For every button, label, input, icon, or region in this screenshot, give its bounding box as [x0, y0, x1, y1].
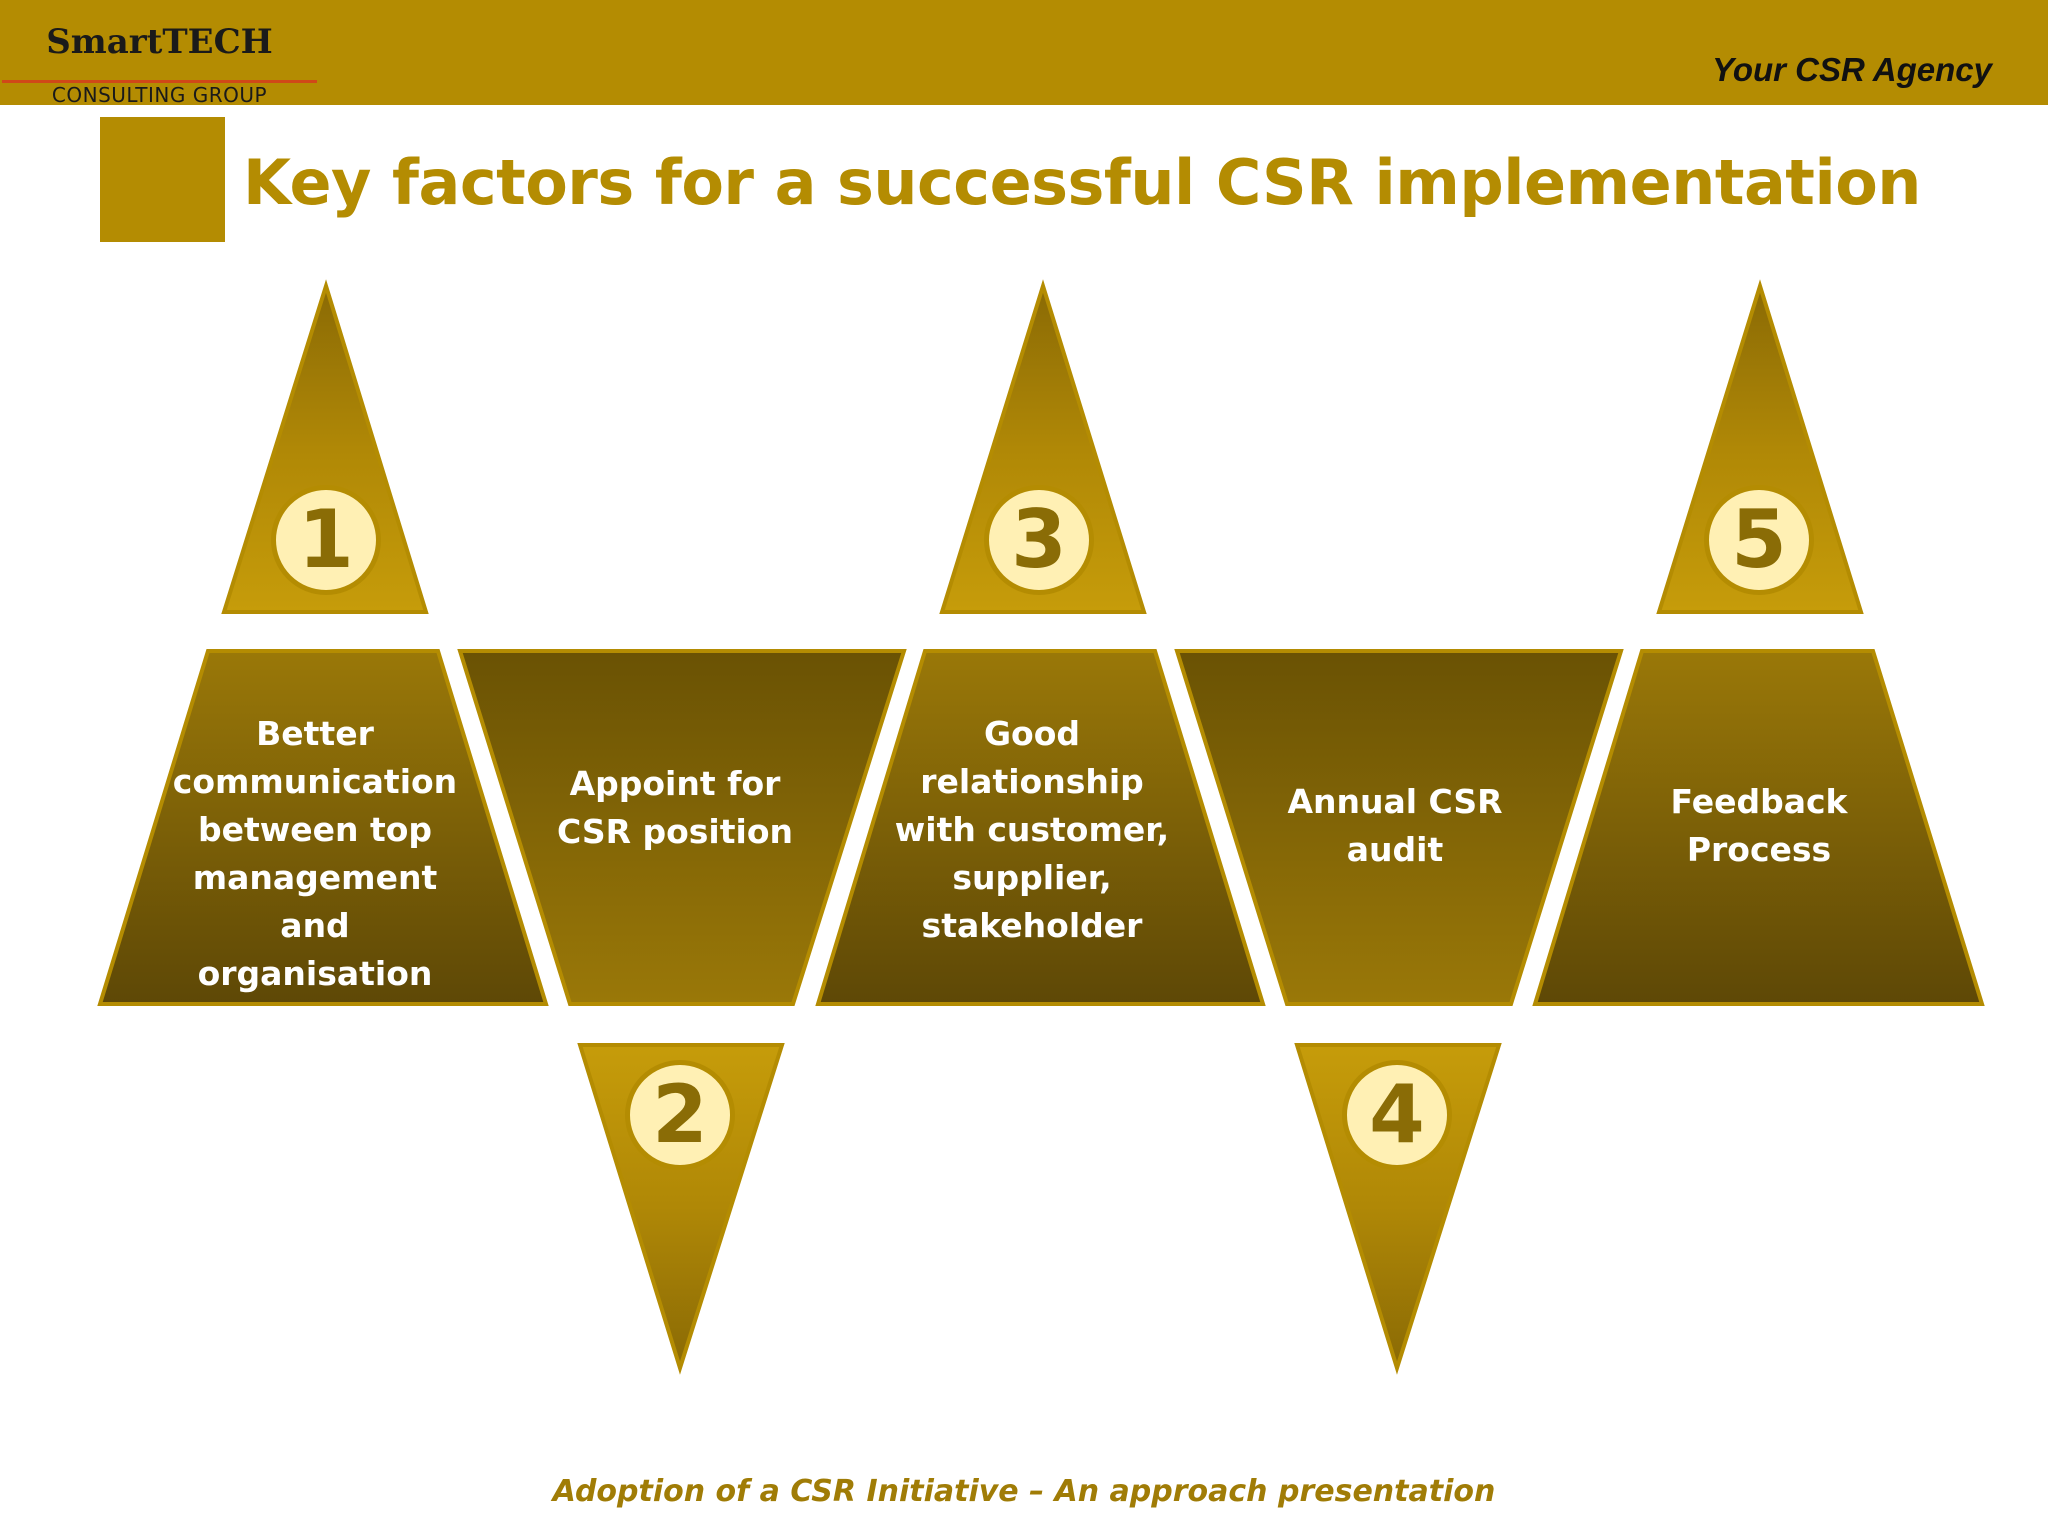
factor-label-4: Annual CSR audit [1287, 782, 1503, 869]
band-shape-3 [815, 649, 1266, 1006]
factor-number-1: 1 [271, 485, 381, 595]
factor-label-5: Feedback Process [1670, 782, 1848, 869]
logo-divider [2, 80, 317, 83]
tagline: Your CSR Agency [1712, 51, 1992, 88]
factor-number-2: 2 [625, 1060, 735, 1170]
factor-number-5: 5 [1704, 485, 1814, 595]
page-title: Key factors for a successful CSR impleme… [243, 146, 1921, 219]
factor-label-1: Better communication between top managem… [172, 714, 458, 993]
logo-name: SmartTECH [46, 22, 273, 62]
header-bar: SmartTECH CONSULTING GROUP Your CSR Agen… [0, 0, 2048, 107]
title-accent-square [100, 117, 225, 242]
factor-label-2: Appoint for CSR position [557, 764, 793, 851]
band-shape-1 [97, 649, 549, 1006]
factor-number-3: 3 [984, 485, 1094, 595]
band-shape-4 [1174, 649, 1624, 1006]
factor-number-4: 4 [1342, 1060, 1452, 1170]
footer-caption: Adoption of a CSR Initiative – An approa… [552, 1474, 1496, 1509]
logo-subtitle: CONSULTING GROUP [51, 83, 268, 107]
band-shape-2 [457, 649, 907, 1006]
factor-label-3: Good relationship with customer, supplie… [894, 714, 1170, 945]
company-logo: SmartTECH CONSULTING GROUP [2, 22, 317, 107]
band-shape-5 [1532, 649, 1985, 1006]
